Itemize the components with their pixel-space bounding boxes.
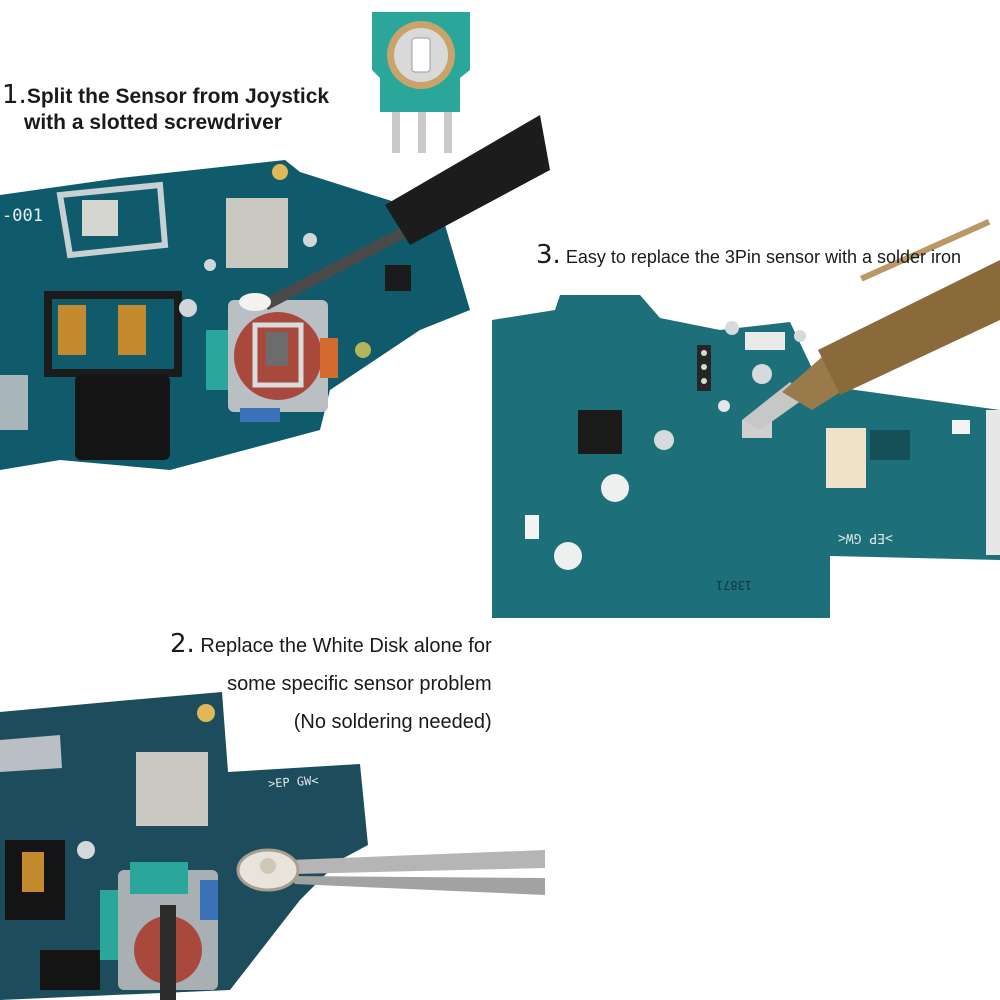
step2-line2: some specific sensor problem (227, 673, 492, 695)
step3-number: 3. (536, 240, 561, 270)
step2-number: 2. (170, 629, 195, 659)
step3-caption: 3. Easy to replace the 3Pin sensor with … (536, 242, 961, 270)
step2-line3: (No soldering needed) (293, 711, 492, 733)
screwdriver-icon (239, 115, 550, 311)
3pin-sensor-icon (372, 12, 470, 153)
headphone-jack (75, 375, 170, 460)
wireless-module (226, 198, 288, 268)
joystick-module (206, 300, 338, 422)
joystick-module (100, 862, 218, 1000)
step1-number: 1. (2, 80, 27, 110)
board-code-step3: >EP GW< (838, 530, 893, 545)
step2-line1: Replace the White Disk alone for (200, 635, 492, 657)
tweezers-icon (236, 848, 545, 895)
step1-caption: 1.Split the Sensor from Joystick with a … (2, 82, 329, 136)
board-serial-step3: 13871 (716, 578, 753, 592)
pcb-board-step2 (0, 692, 545, 1000)
step2-caption: 2. Replace the White Disk alone for some… (170, 625, 492, 741)
pcb-board-step1 (0, 115, 550, 470)
step3-text: Easy to replace the 3Pin sensor with a s… (565, 247, 962, 267)
board-code-step1: -001 (2, 206, 43, 226)
pcb-board-step3 (492, 219, 1000, 618)
step1-line1: Split the Sensor from Joystick (26, 85, 330, 108)
wireless-module (136, 752, 208, 826)
step2-line1-row: 2. Replace the White Disk alone for (170, 625, 492, 665)
step1-line2: with a slotted screwdriver (24, 111, 282, 134)
solder-iron-icon (742, 219, 1000, 430)
